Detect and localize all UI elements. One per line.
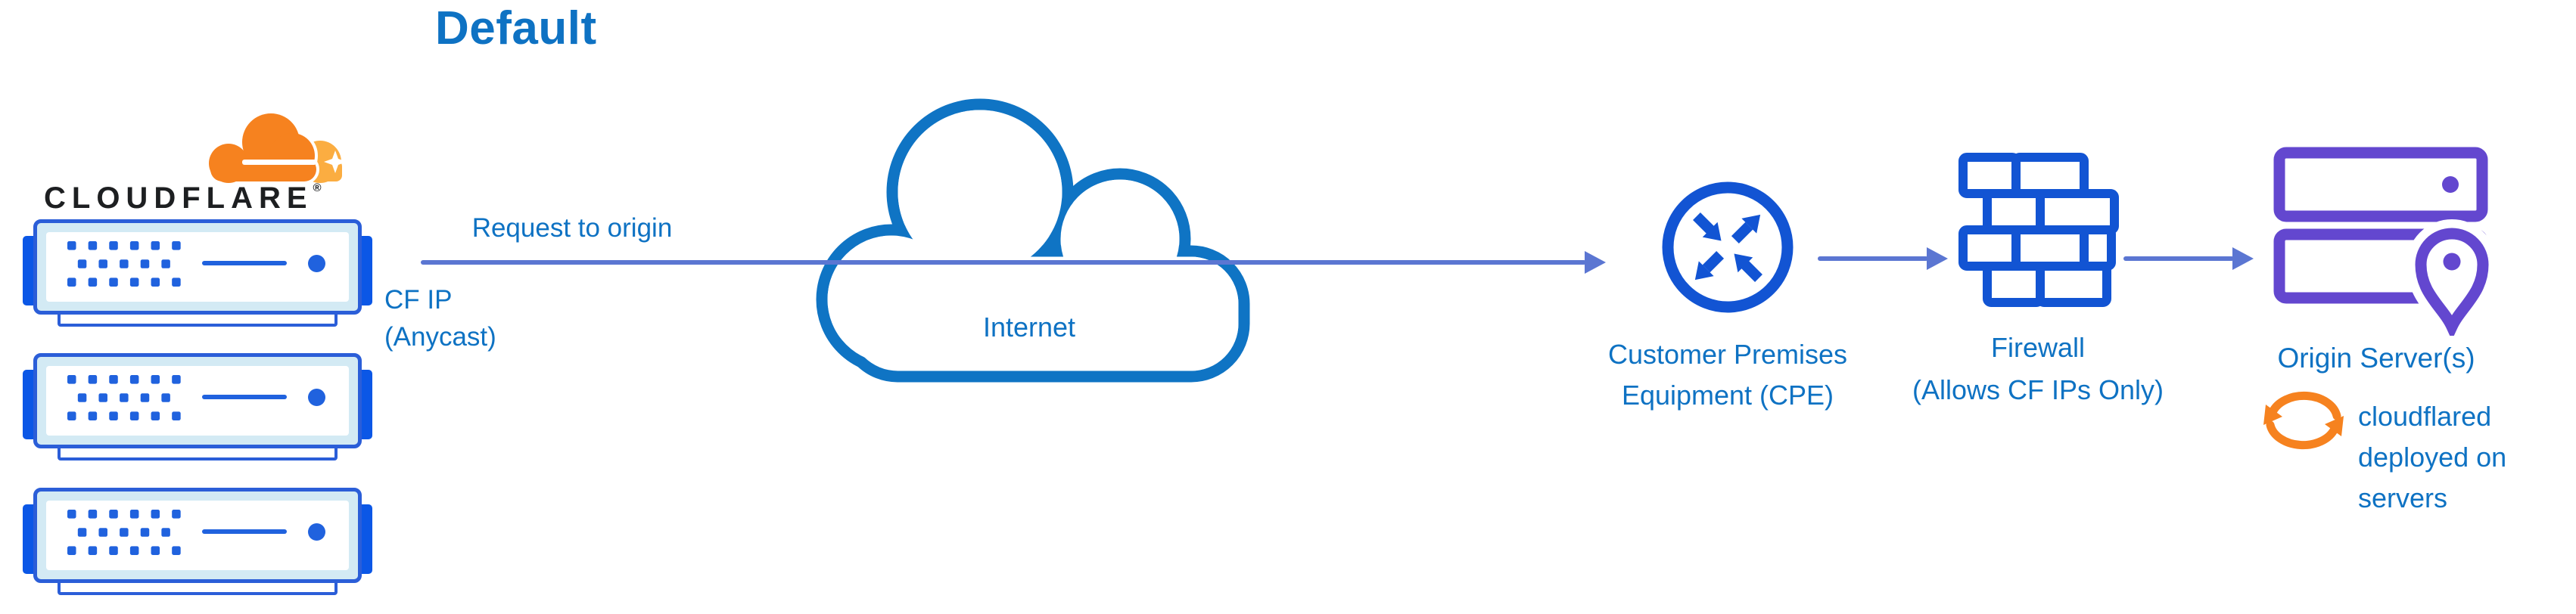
cloudflare-server-icon (23, 353, 372, 460)
server-dot-matrix (67, 510, 181, 555)
server-led (308, 523, 325, 541)
location-pin-icon (2406, 219, 2497, 336)
server-body (33, 488, 362, 583)
origin-servers-label: Origin Server(s) (2277, 343, 2475, 374)
request-arrow-line (421, 260, 1586, 265)
cf-ip-anycast-label: CF IP (Anycast) (384, 281, 496, 355)
firewall-label-line: Firewall (1990, 332, 2085, 363)
cloudflare-server-icon (23, 219, 372, 327)
server-slot (202, 261, 287, 265)
origin-servers-icon (2273, 147, 2497, 336)
firewall-label: Firewall (Allows CF IPs Only) (1860, 327, 2216, 411)
cf-ip-line: (Anycast) (384, 322, 496, 352)
cpe-label: Customer Premises Equipment (CPE) (1557, 334, 1898, 416)
server-dot-matrix (67, 375, 181, 420)
firewall-to-origin-arrow-head (2232, 247, 2254, 270)
server-body (33, 353, 362, 448)
server-dot-matrix (67, 241, 181, 287)
cloudflare-logo-cloud-icon (206, 110, 347, 186)
request-to-origin-label: Request to origin (471, 213, 673, 243)
server-led (308, 255, 325, 272)
cloudflared-note-line: cloudflared (2358, 401, 2492, 432)
cloudflared-note-line: deployed on (2358, 442, 2507, 473)
sync-arrows-icon (2263, 391, 2344, 450)
firewall-brick-icon (1958, 153, 2119, 307)
server-led (308, 389, 325, 406)
firewall-to-origin-arrow-line (2123, 256, 2234, 261)
request-arrow-head (1585, 251, 1606, 274)
cloudflared-note: cloudflared deployed on servers (2358, 396, 2555, 519)
diagram-title: Default (435, 2, 597, 54)
cf-ip-line: CF IP (384, 285, 453, 315)
server-body (33, 219, 362, 315)
firewall-label-line: (Allows CF IPs Only) (1912, 374, 2164, 405)
cpe-label-line: Equipment (CPE) (1621, 380, 1834, 411)
logo-slit (242, 160, 316, 165)
internet-label: Internet (982, 312, 1076, 343)
cpe-label-line: Customer Premises (1607, 339, 1848, 370)
brand-name: CLOUDFLARE (44, 181, 313, 215)
server-slot (202, 529, 287, 534)
cpe-to-firewall-arrow-head (1927, 247, 1948, 270)
registered-mark: ® (313, 181, 322, 194)
cpe-to-firewall-arrow-line (1818, 256, 1928, 261)
cloudflare-wordmark: CLOUDFLARE® (44, 181, 322, 216)
cloudflared-note-line: servers (2358, 482, 2448, 513)
internet-cloud-icon (816, 98, 1250, 383)
logo-sparkle (324, 150, 347, 173)
cpe-router-icon (1662, 181, 1794, 313)
cloudflare-server-icon (23, 488, 372, 595)
server-slot (202, 395, 287, 399)
